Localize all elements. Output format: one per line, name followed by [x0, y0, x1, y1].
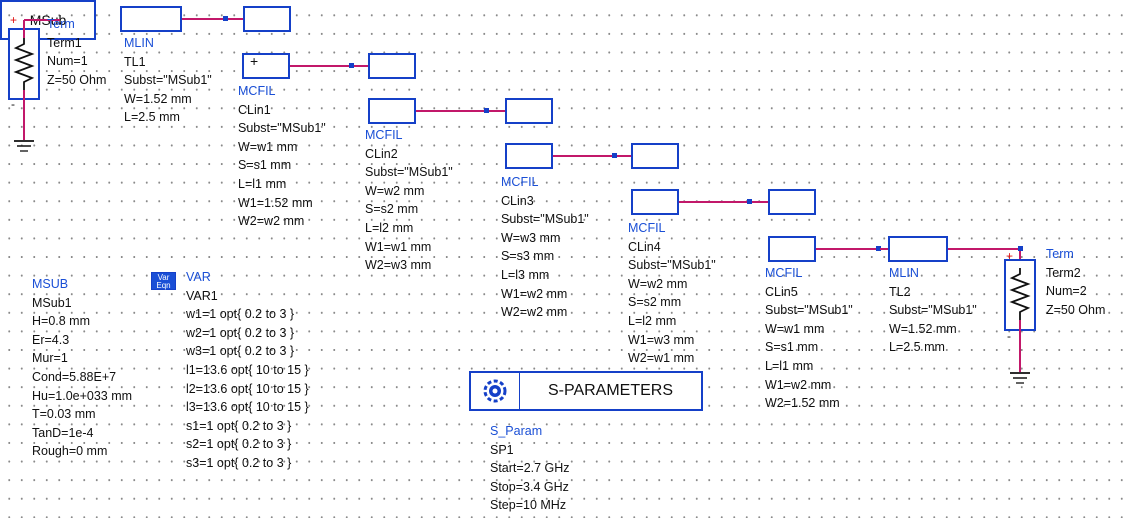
clin5-label: MCFIL CLin5 Subst="MSub1" W=w1 mm S=s1 m…: [765, 266, 853, 411]
var-label: VAR VAR1 w1=1 opt{ 0.2 to 3 } w2=1 opt{ …: [186, 270, 309, 470]
wire: [752, 201, 768, 203]
pin-node: [612, 153, 617, 158]
svg-text:-: -: [1007, 329, 1011, 343]
s-param-gear-icon: [471, 373, 520, 409]
clin4-body-right[interactable]: [768, 189, 816, 215]
msub-label: MSUB MSub1 H=0.8 mm Er=4.3 Mur=1 Cond=5.…: [32, 277, 133, 459]
term1-symbol[interactable]: + -: [0, 0, 60, 160]
clin1-body-left[interactable]: [242, 53, 290, 79]
wire: [290, 65, 352, 67]
sparam-label: S_Param SP1 Start=2.7 GHz Stop=3.4 GHz S…: [490, 424, 570, 513]
pin-node: [484, 108, 489, 113]
pin-node: [876, 246, 881, 251]
clin3-body-right[interactable]: [631, 143, 679, 169]
svg-text:+: +: [1006, 249, 1013, 263]
clin5-body-left[interactable]: [768, 236, 816, 262]
wire: [228, 18, 243, 20]
wire: [948, 248, 1020, 250]
tl2-label: MLIN TL2 Subst="MSub1" W=1.52 mm L=2.5 m…: [889, 266, 977, 355]
svg-text:-: -: [11, 97, 15, 111]
s-parameters-title: S-PARAMETERS: [547, 382, 674, 399]
clin1-body-right[interactable]: [368, 53, 416, 79]
svg-text:+: +: [10, 13, 17, 27]
wire: [679, 201, 749, 203]
term2-symbol[interactable]: + -: [996, 240, 1046, 390]
tl1-label: MLIN TL1 Subst="MSub1" W=1.52 mm L=2.5 m…: [124, 36, 212, 125]
clin2-body-right[interactable]: [505, 98, 553, 124]
clin3-label: MCFIL CLin3 Subst="MSub1" W=w3 mm S=s3 m…: [501, 175, 589, 320]
pin-node: [747, 199, 752, 204]
pin-node: [349, 63, 354, 68]
term1-label: Term Term1 Num=1 Z=50 Ohm: [47, 17, 107, 87]
term2-label: Term Term2 Num=2 Z=50 Ohm: [1046, 247, 1106, 317]
clin3-body-left[interactable]: [505, 143, 553, 169]
wire: [617, 155, 631, 157]
pin-node: [223, 16, 228, 21]
wire: [553, 155, 615, 157]
tl1-end-box[interactable]: [243, 6, 291, 32]
clin4-body-left[interactable]: [631, 189, 679, 215]
clin2-body-left[interactable]: [368, 98, 416, 124]
s-parameters-box[interactable]: S-PARAMETERS: [469, 371, 703, 411]
plus-marker: +: [250, 53, 259, 69]
tl1-body[interactable]: [120, 6, 182, 32]
wire: [354, 65, 368, 67]
wire: [816, 248, 878, 250]
wire: [182, 18, 226, 20]
clin2-label: MCFIL CLin2 Subst="MSub1" W=w2 mm S=s2 m…: [365, 128, 453, 273]
wire: [880, 248, 888, 250]
wire: [416, 110, 486, 112]
clin4-label: MCFIL CLin4 Subst="MSub1" W=w2 mm S=s2 m…: [628, 221, 716, 366]
wire: [489, 110, 505, 112]
clin1-label: MCFIL CLin1 Subst="MSub1" W=w1 mm S=s1 m…: [238, 84, 326, 229]
var-eqn-icon[interactable]: Var Eqn: [151, 272, 176, 290]
pin-node: [1018, 246, 1023, 251]
tl2-body[interactable]: [888, 236, 948, 262]
